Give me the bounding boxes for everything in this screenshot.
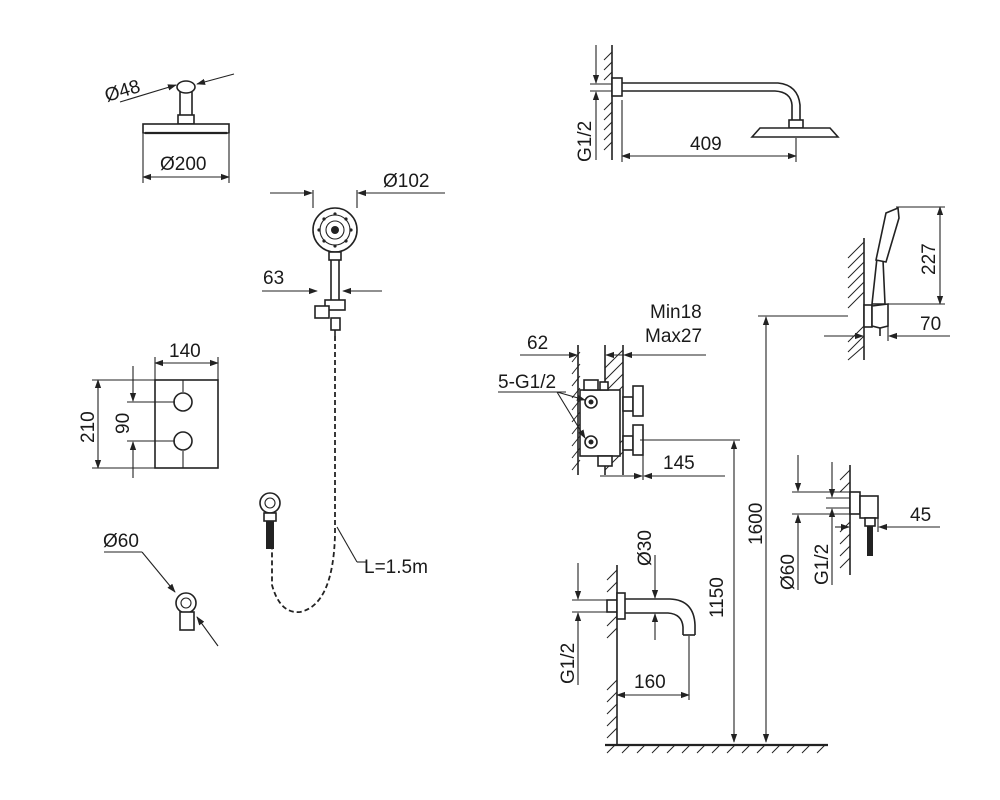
spout-length-label: 160 [634,672,666,693]
hose-length-label: L=1.5m [364,557,428,578]
shower-head-front-view: Ø48 Ø200 [102,73,235,183]
floor-line [605,743,828,754]
valve-height-label: 210 [78,411,99,443]
wall-min-label: Min18 [650,302,702,323]
valve-spacing-label: 90 [113,413,134,434]
arm-length-label: 409 [690,134,722,155]
wall-max-label: Max27 [645,326,702,347]
head-diameter-label: Ø48 [102,76,142,107]
concealed-box-side-view: 62 Min18 Max27 5-G1/2 145 [498,302,725,480]
holder-side-view: 227 70 [824,206,950,361]
box-depth-label: 145 [663,453,695,474]
arm-thread-label: G1/2 [575,121,596,162]
spout-thread-label: G1/2 [558,643,579,684]
elbow-thread-label: G1/2 [812,544,833,585]
holder-depth-label: 70 [920,314,941,335]
box-ports-label: 5-G1/2 [498,372,556,393]
wall-elbow-side-view: Ø60 G1/2 45 [778,455,940,590]
hand-diameter-label: Ø102 [383,171,429,192]
shower-arm-side-view: G1/2 409 [575,45,840,162]
hand-offset-label: 63 [263,268,284,289]
wall-outlet-front-view: Ø60 [103,531,219,647]
spout-diameter-label: Ø30 [635,530,656,566]
spout-height-label: 1150 [707,577,728,618]
outlet-diameter-label: Ø60 [103,531,139,552]
valve-width-label: 140 [169,341,201,362]
plate-diameter-label: Ø200 [160,154,206,175]
height-dimensions: 1150 1600 [640,315,848,743]
valve-plate-front-view: 140 210 90 [78,341,219,478]
total-height-label: 1600 [746,503,767,545]
tub-spout-side-view: Ø30 G1/2 160 [558,530,696,745]
hand-shower-assembly: Ø102 63 L=1.5m [259,171,445,613]
elbow-diameter-label: Ø60 [778,554,799,590]
elbow-depth-label: 45 [910,505,931,526]
holder-height-label: 227 [919,243,940,275]
box-inset-label: 62 [527,333,548,354]
